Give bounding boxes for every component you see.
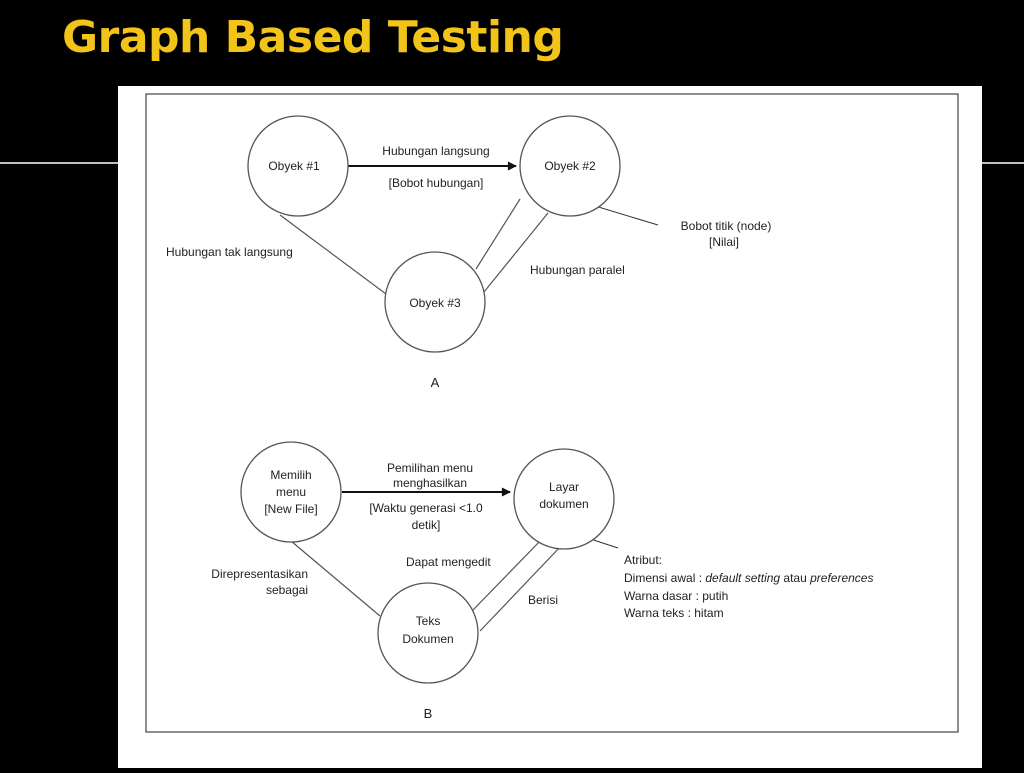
edge-parallel-b-2: [479, 545, 562, 632]
node-weight-value: [Nilai]: [709, 235, 739, 249]
title-divider-right: [982, 162, 1024, 164]
diagram-a: Obyek #1 Obyek #2 Obyek #3 Hubungan lang…: [166, 115, 772, 390]
node-layar-dokumen: [513, 448, 615, 550]
edge-direct-label: Hubungan langsung: [382, 144, 489, 158]
node-memilih-menu: [240, 441, 342, 543]
diagram-figure: Obyek #1 Obyek #2 Obyek #3 Hubungan lang…: [118, 86, 982, 768]
node-obyek-3-label: Obyek #3: [409, 296, 461, 310]
graph-diagram-svg: Obyek #1 Obyek #2 Obyek #3 Hubungan lang…: [145, 93, 959, 733]
edge-generate-line-2: menghasilkan: [393, 476, 467, 490]
edge-indirect-label: Hubungan tak langsung: [166, 245, 293, 259]
node-layar-line-2: dokumen: [539, 497, 588, 511]
node-obyek-3: [384, 251, 486, 353]
node-layar-line-1: Layar: [549, 480, 579, 494]
node-memilih-menu-line-2: menu: [276, 485, 306, 499]
diagram-b: Memilih menu [New File] Layar dokumen Te…: [211, 441, 873, 721]
attribute-dimension-default: default setting: [705, 571, 780, 585]
attribute-dimension-preferences: preferences: [809, 571, 873, 585]
node-memilih-menu-line-3: [New File]: [264, 502, 317, 516]
attribute-text-color: Warna teks : hitam: [624, 606, 724, 620]
edge-represented-line-1: Direpresentasikan: [211, 567, 308, 581]
edge-time-line-1: [Waktu generasi <1.0: [369, 501, 483, 515]
node-teks-line-1: Teks: [416, 614, 441, 628]
node-teks-dokumen: [377, 582, 479, 684]
attribute-dimension-or: atau: [780, 571, 810, 585]
edge-parallel-1: [475, 198, 521, 270]
edge-time-line-2: detik]: [412, 518, 441, 532]
edge-represented-line-2: sebagai: [266, 583, 308, 597]
attribute-heading: Atribut:: [624, 553, 662, 567]
attribute-base-color: Warna dasar : putih: [624, 589, 728, 603]
edge-indirect: [279, 214, 387, 295]
edge-parallel-label: Hubungan paralel: [530, 263, 625, 277]
node-weight-label: Bobot titik (node): [681, 219, 772, 233]
node-obyek-1-label: Obyek #1: [268, 159, 320, 173]
edge-parallel-2: [483, 212, 549, 293]
node-teks-line-2: Dokumen: [402, 632, 453, 646]
edge-parallel-b-1: [471, 537, 544, 612]
node-obyek-1: [247, 115, 349, 217]
edge-contains-label: Berisi: [528, 593, 558, 607]
node-obyek-2: [519, 115, 621, 217]
attribute-dimension: Dimensi awal : default setting atau pref…: [624, 571, 873, 585]
slide-title: Graph Based Testing: [62, 12, 564, 63]
edge-generate-line-1: Pemilihan menu: [387, 461, 473, 475]
edge-editable-label: Dapat mengedit: [406, 555, 491, 569]
node-obyek-2-label: Obyek #2: [544, 159, 596, 173]
figure-frame: [145, 93, 959, 733]
panel-label-b: B: [424, 706, 433, 721]
edge-direct-weight: [Bobot hubungan]: [389, 176, 484, 190]
edge-represented: [290, 540, 381, 617]
attribute-dimension-prefix: Dimensi awal :: [624, 571, 705, 585]
node-memilih-menu-line-1: Memilih: [270, 468, 311, 482]
title-divider-left: [0, 162, 118, 164]
panel-label-a: A: [431, 375, 440, 390]
